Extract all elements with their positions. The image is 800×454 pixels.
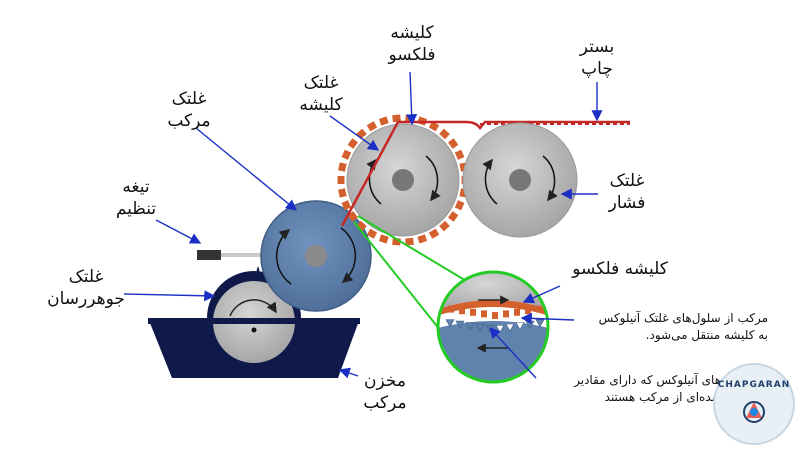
label-doctor-blade-line1: تیغه [122, 177, 150, 197]
label-zoom-plate: کلیشه فلکسو [560, 258, 680, 280]
arrow-ink-pan [338, 367, 359, 379]
zoom-plate-segment [514, 308, 520, 316]
plate-segment [347, 211, 359, 222]
zoom-plate-segment [536, 305, 542, 313]
plate-segment [378, 234, 389, 244]
note-ink-transfer: مرکب از سلول‌های غلتک آنیلوکس به کلیشه م… [560, 310, 768, 344]
arrow-anilox-roller [195, 127, 298, 211]
label-fountain-roller-line2: جوهررسان [47, 289, 125, 309]
zoom-anilox-cell [475, 323, 485, 332]
label-impression-roller: غلتک فشار [598, 170, 656, 214]
arrow-fountain-roller [123, 290, 216, 302]
plate-segment [356, 220, 367, 232]
plate-segment [428, 228, 440, 239]
label-zoom-plate-text: کلیشه فلکسو [572, 259, 668, 279]
label-impression-roller-line2: فشار [608, 193, 646, 213]
label-plate-roller-line1: غلتک [303, 73, 339, 93]
label-anilox-roller-line1: غلتک [171, 89, 207, 109]
arrow-cells [489, 326, 537, 379]
plate-segment [417, 234, 428, 244]
arrow-plate-roller [329, 115, 380, 151]
plate-segment [439, 128, 450, 140]
label-plate-roller: غلتک کلیشه [290, 72, 352, 116]
zoom-line-bottom [353, 221, 441, 331]
label-ink-pan-line1: مخزن [364, 371, 406, 391]
plate-segment [366, 228, 378, 239]
note-anilox-cells-line1: سلول‌های آنیلوکس که دارای مقادیر [574, 373, 750, 387]
label-ink-pan-line2: مرکب [363, 393, 407, 413]
zoom-anilox-cell [445, 319, 455, 328]
plate-segment [405, 237, 414, 246]
zoom-plate-segments [448, 305, 542, 319]
ink-drop [256, 266, 260, 277]
watermark-logo: CHAPGARAN [712, 362, 796, 446]
plate-segment [447, 138, 459, 149]
label-anilox-roller-line2: مرکب [167, 111, 211, 131]
plate-segment [447, 211, 459, 222]
plate-segment [341, 200, 352, 211]
arrow-zoom-plate [522, 285, 561, 304]
label-fountain-roller: غلتک جوهررسان [36, 266, 136, 310]
pointer-arrows [123, 71, 603, 379]
plate-segment [454, 149, 465, 160]
label-substrate-line2: چاپ [581, 59, 613, 79]
watermark-badge-icon [713, 363, 795, 445]
plate-roller [337, 114, 469, 246]
plate-segment [454, 200, 465, 211]
label-doctor-blade: تیغه تنظیم [104, 176, 168, 220]
plate-segment [378, 116, 389, 126]
plate-segment [366, 121, 378, 132]
label-doctor-blade-line2: تنظیم [115, 199, 157, 219]
plate-segment [341, 149, 352, 160]
label-plate-roller-line2: کلیشه [299, 95, 343, 115]
arrow-doctor-blade [155, 219, 202, 244]
watermark-brand: CHAPGARAN [717, 380, 791, 390]
plate-segment [392, 114, 401, 123]
note-ink-transfer-line2: به کلیشه منتقل می‌شود. [645, 328, 768, 342]
label-substrate-line1: بستر [579, 37, 615, 57]
label-flexo-plate-line1: کلیشه [390, 23, 434, 43]
arrow-transfer [520, 312, 575, 324]
label-impression-roller-line1: غلتک [609, 171, 645, 191]
zoom-plate-segment [459, 307, 465, 315]
label-flexo-plate: کلیشه فلکسو [380, 22, 444, 66]
plate-segment [338, 188, 347, 198]
plate-segment [439, 220, 450, 232]
label-fountain-roller-line1: غلتک [68, 267, 104, 287]
doctor-blade [197, 250, 261, 277]
label-flexo-plate-line2: فلکسو [388, 45, 436, 65]
zoom-plate-segment [448, 305, 454, 313]
ink-surface [148, 318, 360, 324]
zoom-plate-segment [525, 307, 531, 315]
substrate-web [340, 120, 630, 227]
label-ink-pan: مخزن مرکب [356, 370, 414, 414]
zoom-plate-segment [481, 310, 487, 318]
zoom-plate-segment [470, 308, 476, 316]
zoom-plate-segment [492, 312, 498, 319]
zoom-anilox-cell [455, 320, 465, 329]
label-anilox-roller: غلتک مرکب [158, 88, 220, 132]
impression-roller [462, 122, 578, 238]
label-substrate: بستر چاپ [568, 36, 626, 80]
zoom-line-top [357, 215, 469, 283]
zoom-anilox-cell [535, 319, 545, 328]
note-ink-transfer-line1: مرکب از سلول‌های غلتک آنیلوکس [598, 311, 768, 325]
zoom-anilox-cell [505, 323, 515, 332]
plate-segment [337, 176, 345, 184]
anilox-roller [260, 200, 372, 312]
plate-segment [338, 162, 347, 172]
zoom-plate-segment [503, 310, 509, 318]
arrow-flexo-plate [406, 71, 418, 126]
zoom-anilox-cell [465, 322, 475, 331]
zoom-anilox-cell [515, 322, 525, 331]
plate-segment [428, 121, 440, 132]
plate-segment [347, 138, 359, 149]
